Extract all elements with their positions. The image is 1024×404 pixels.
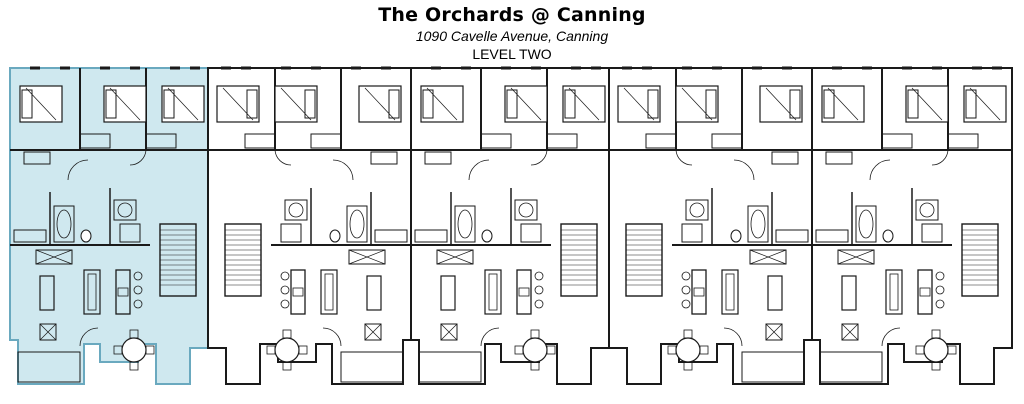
unit-5: [811, 66, 1013, 385]
toilet: [481, 229, 493, 243]
bed-1: [358, 85, 402, 123]
bed-3: [216, 85, 260, 123]
unit-4: [608, 66, 813, 385]
bed-3: [617, 85, 661, 123]
toilet: [730, 229, 742, 243]
bed-3: [963, 85, 1007, 123]
toilet: [329, 229, 341, 243]
dining-table: [667, 329, 709, 371]
dining-table: [915, 329, 957, 371]
bed-1: [420, 85, 464, 123]
bed-3: [562, 85, 606, 123]
bed-2: [905, 85, 949, 123]
plan-level: LEVEL TWO: [472, 46, 552, 62]
tub: [56, 209, 72, 239]
bed-2: [504, 85, 548, 123]
tub: [750, 209, 766, 239]
unit-2: [207, 66, 412, 385]
bed-3: [161, 85, 205, 123]
dining-table: [113, 329, 155, 371]
bed-1: [19, 85, 63, 123]
bed-1: [821, 85, 865, 123]
unit-3: [410, 66, 610, 385]
tub: [858, 209, 874, 239]
toilet: [80, 229, 92, 243]
bed-2: [675, 85, 719, 123]
toilet: [882, 229, 894, 243]
bed-2: [274, 85, 318, 123]
plan-title: The Orchards @ Canning: [378, 4, 646, 26]
dining-table: [266, 329, 308, 371]
tub: [457, 209, 473, 239]
dining-table: [514, 329, 556, 371]
plan-address: 1090 Cavelle Avenue, Canning: [415, 28, 609, 44]
unit-1: [9, 66, 209, 385]
bed-1: [759, 85, 803, 123]
tub: [349, 209, 365, 239]
bed-2: [103, 85, 147, 123]
